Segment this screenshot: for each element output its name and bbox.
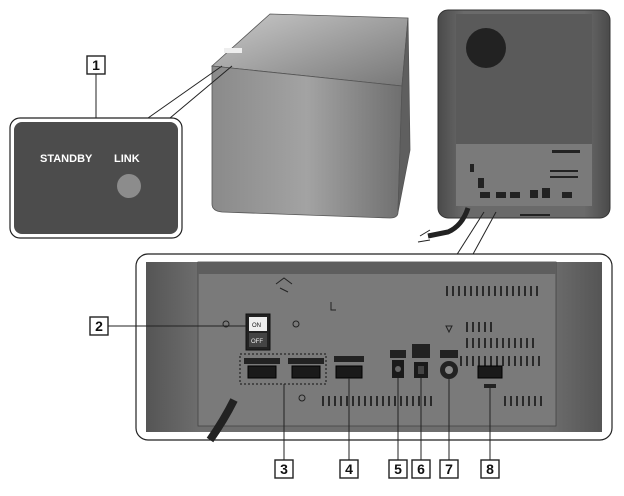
hdmi-in-1-port[interactable] (244, 358, 280, 379)
link-label: LINK (114, 153, 140, 165)
recycle-mark (275, 277, 293, 293)
callout-7-label: 7 (445, 461, 453, 477)
front-indicator (224, 48, 242, 53)
callout-8: 8 (480, 459, 500, 479)
callout-2-label: 2 (95, 318, 103, 334)
hdmi-out-port[interactable] (334, 356, 364, 379)
zoom-line-right (169, 65, 233, 119)
link-button[interactable] (117, 174, 141, 198)
callout-8-label: 8 (486, 461, 494, 477)
callout-6-label: 6 (417, 461, 425, 477)
power-cable (206, 398, 238, 443)
callout-5: 5 (388, 459, 408, 479)
zoom-line-left (147, 65, 223, 119)
callout-1-label: 1 (92, 57, 100, 73)
hdmi-in-2-port[interactable] (288, 358, 324, 379)
callout-4: 4 (339, 459, 359, 479)
aux-in-jack[interactable] (440, 350, 458, 379)
switch-off-label: OFF (251, 339, 263, 345)
usb-port[interactable] (477, 365, 503, 388)
callout-5-label: 5 (394, 461, 402, 477)
callout-7: 7 (439, 459, 459, 479)
hdmi-in-group (239, 353, 327, 385)
callout-1: 1 (86, 55, 106, 75)
rear-speaker (417, 9, 611, 243)
rear-panel-detail: ON OFF (135, 253, 613, 443)
callout-6: 6 (411, 459, 431, 479)
power-switch[interactable]: ON OFF (245, 313, 271, 351)
standby-label: STANDBY (40, 153, 93, 165)
front-speaker-cube (211, 13, 411, 219)
callout-4-label: 4 (345, 461, 353, 477)
woofer-port (466, 28, 506, 68)
switch-on-label: ON (252, 323, 261, 329)
callout-3-label: 3 (280, 461, 288, 477)
standby-link-detail: STANDBY LINK (9, 117, 183, 239)
zoom-line-rear-right (471, 211, 497, 257)
vent-grille (322, 286, 542, 406)
optical-in-port[interactable] (412, 344, 430, 378)
zoom-line-rear-left (455, 211, 485, 257)
callout-2: 2 (89, 316, 109, 336)
dc-in-jack[interactable] (390, 350, 406, 378)
callout-3: 3 (274, 459, 294, 479)
